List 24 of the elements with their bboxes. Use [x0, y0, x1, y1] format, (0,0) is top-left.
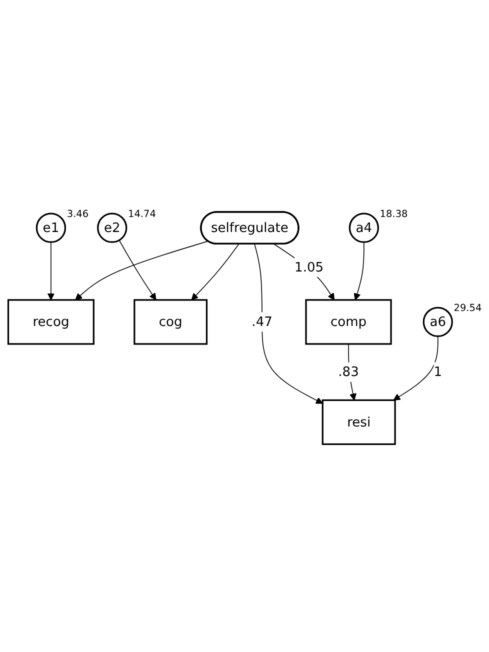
node-box: resi [321, 399, 396, 445]
edge-label: 1.05 [294, 258, 324, 274]
arrow [392, 336, 438, 400]
node-circle: a4 [348, 212, 378, 243]
node-box: comp [304, 298, 392, 345]
arrow [353, 241, 364, 300]
edge-label: 1 [433, 364, 442, 380]
node-circle: a6 [422, 306, 452, 337]
arrow [254, 244, 322, 404]
arrow [273, 244, 334, 300]
edge-label: .83 [338, 364, 358, 380]
edge-label: .47 [251, 314, 272, 330]
arrow [74, 240, 208, 300]
variance-label: 3.46 [66, 208, 88, 220]
variance-label: 14.74 [128, 208, 156, 220]
arrow [46, 241, 54, 300]
variance-label: 18.38 [379, 208, 408, 220]
arrow [190, 244, 239, 300]
variance-label: 29.54 [453, 302, 482, 314]
node-circle: e2 [96, 212, 127, 243]
node-box: cog [133, 298, 208, 345]
arrow [118, 240, 156, 300]
node-box: recog [6, 298, 94, 345]
node-circle: e1 [35, 212, 66, 243]
